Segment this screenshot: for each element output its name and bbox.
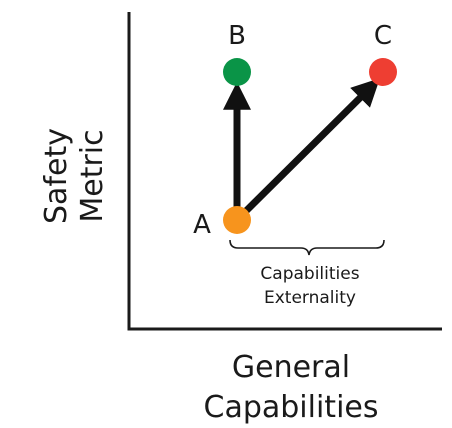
axes-lines (127, 12, 442, 331)
y-axis-label: Safety Metric (39, 128, 110, 224)
y-axis-label-line1: Safety (39, 128, 74, 224)
point-c-marker (369, 58, 397, 86)
brace-label-line1: Capabilities (260, 264, 359, 284)
point-b-marker (223, 58, 251, 86)
brace-label-line2: Externality (264, 288, 356, 308)
point-b-label: B (228, 21, 246, 51)
point-a-label: A (193, 210, 211, 240)
x-axis-label-line1: General (232, 350, 350, 385)
arrow-a-to-c (242, 78, 380, 215)
x-axis-label-line2: Capabilities (204, 390, 379, 425)
point-c-label: C (374, 21, 392, 51)
point-a-marker (223, 206, 251, 234)
capabilities-brace (229, 239, 385, 256)
y-axis-label-line2: Metric (75, 129, 110, 222)
